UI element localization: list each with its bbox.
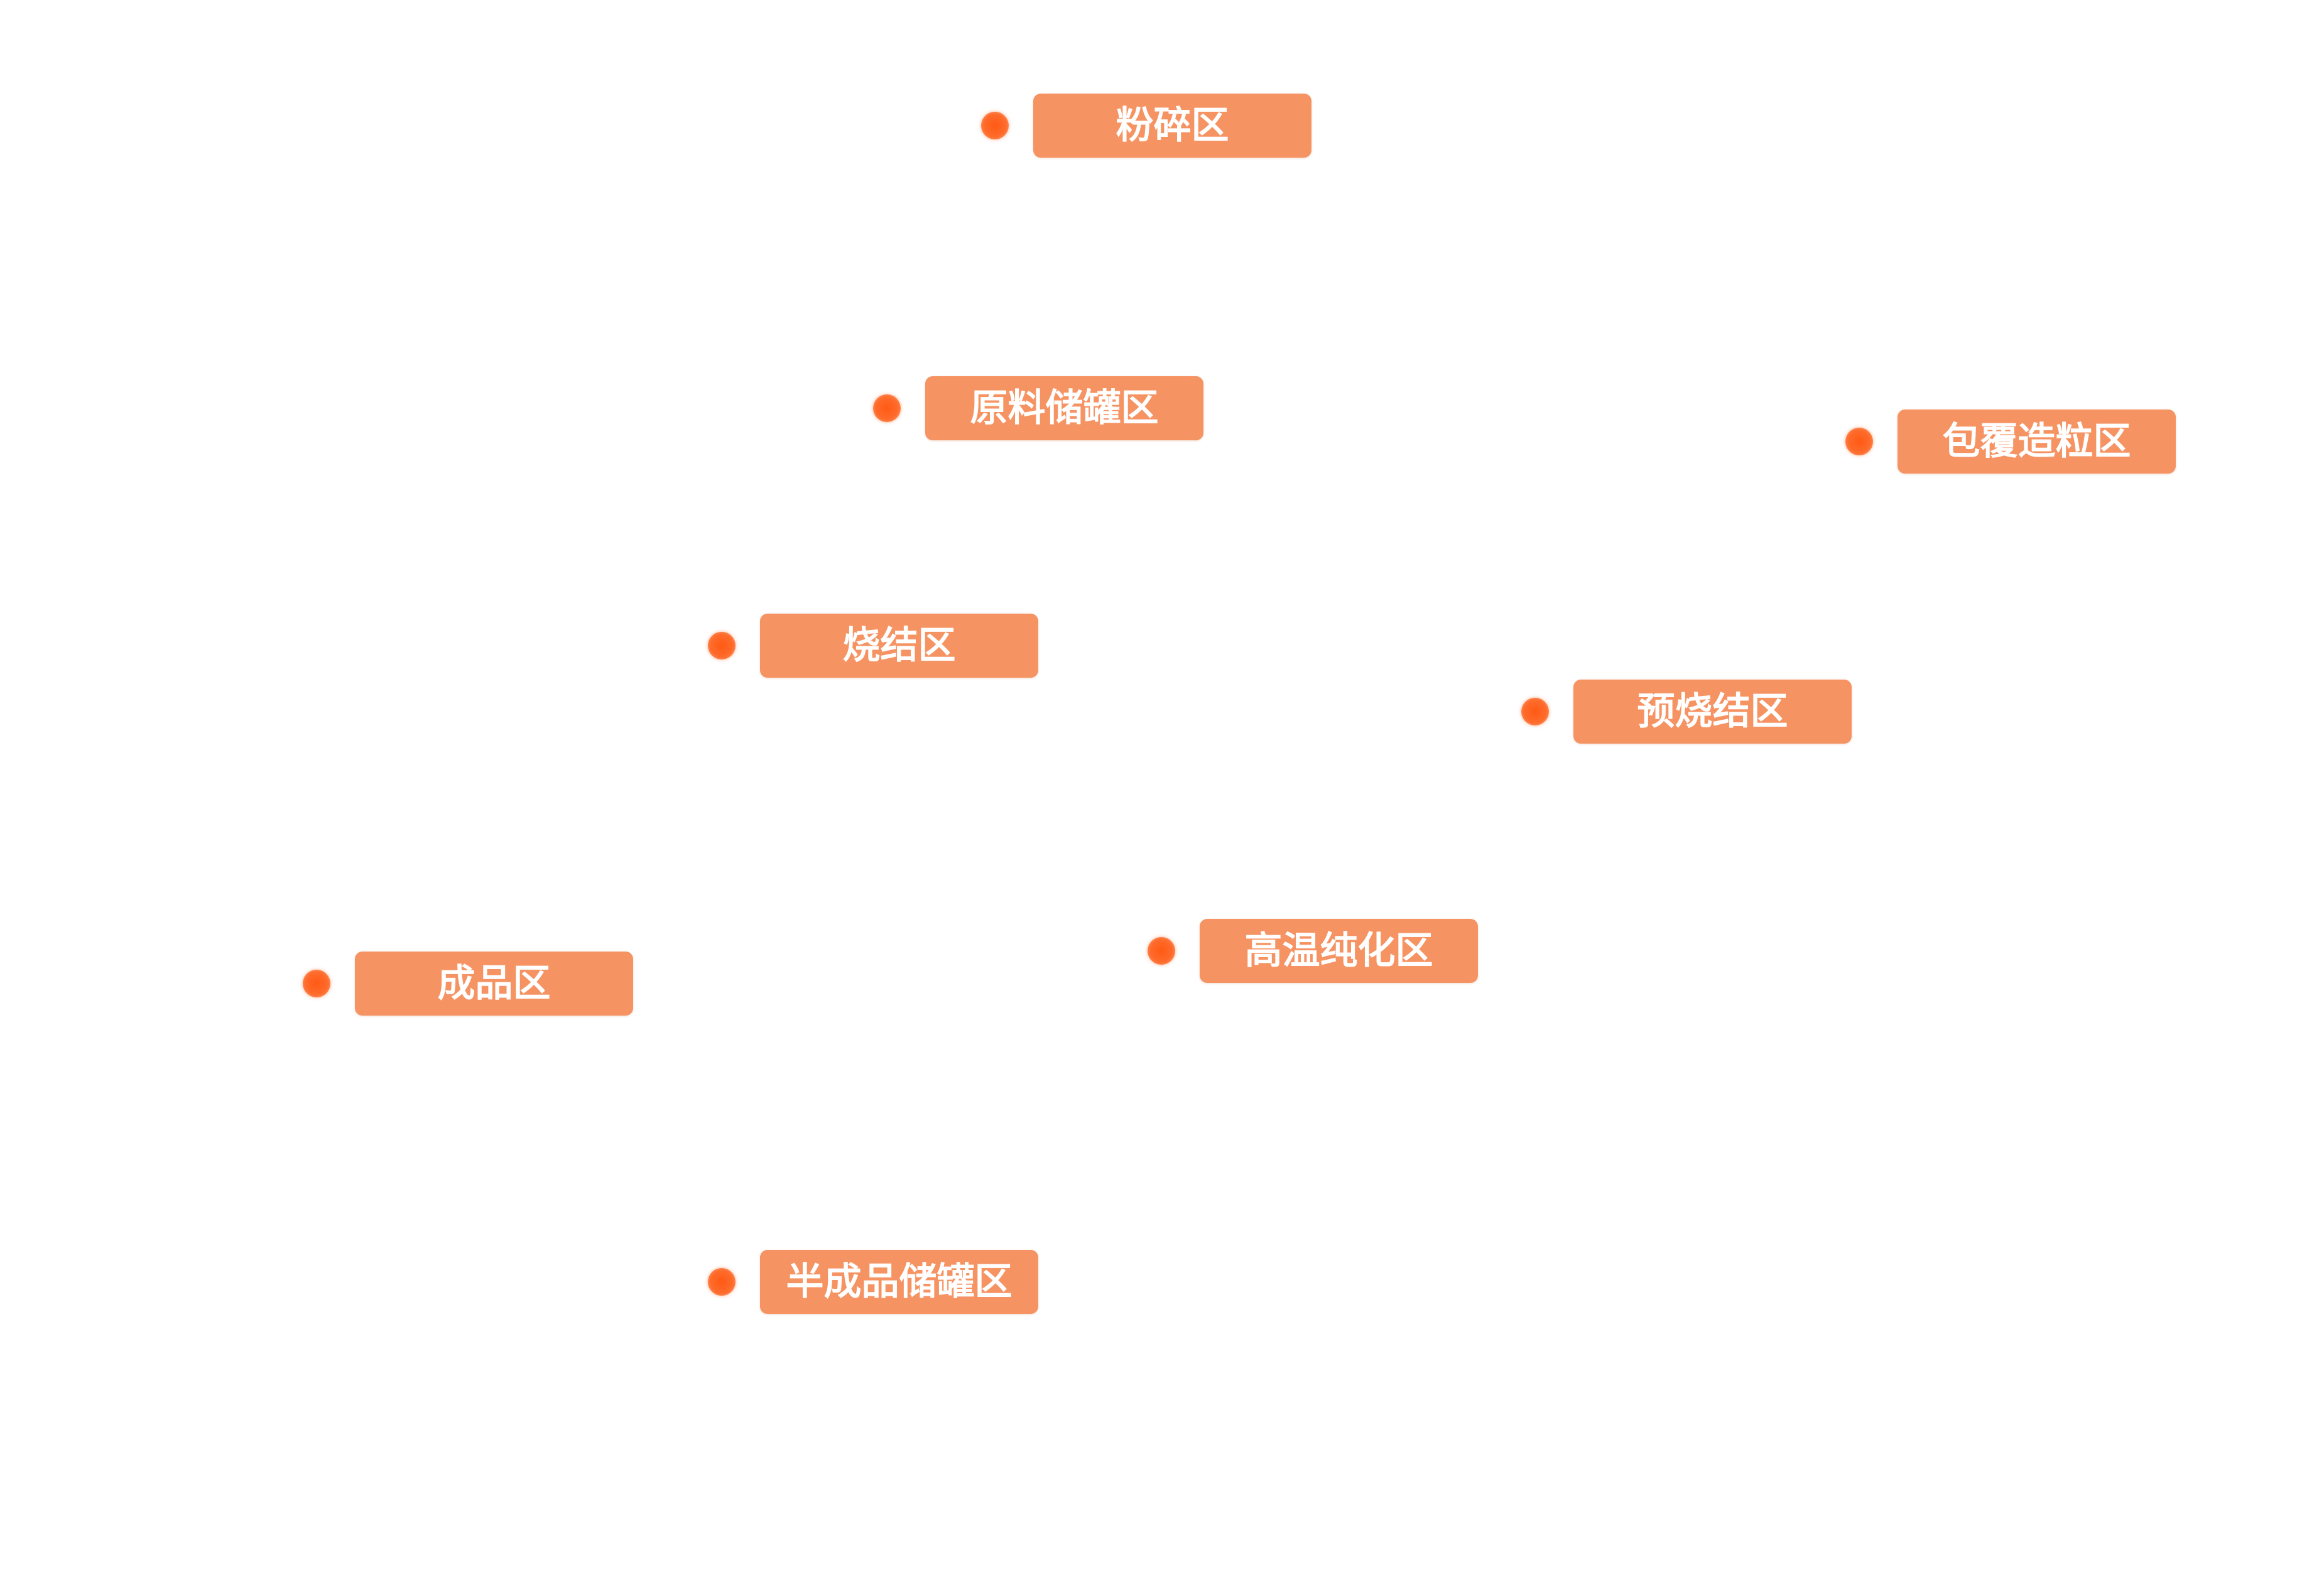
area-label-coating[interactable]: 包覆造粒区 (1898, 410, 2176, 474)
location-dot-icon[interactable] (873, 394, 901, 422)
area-label-crushing[interactable]: 粉碎区 (1033, 94, 1311, 158)
location-dot-icon[interactable] (1148, 937, 1175, 965)
area-label-pre-sintering[interactable]: 预烧结区 (1573, 680, 1852, 744)
location-dot-icon[interactable] (1521, 698, 1549, 725)
marker-sintering[interactable]: 烧结区 (708, 614, 1060, 678)
area-label-finished[interactable]: 成品区 (355, 952, 633, 1016)
marker-crushing[interactable]: 粉碎区 (981, 94, 1333, 158)
location-dot-icon[interactable] (708, 632, 736, 659)
area-label-sintering[interactable]: 烧结区 (760, 614, 1038, 678)
marker-purification[interactable]: 高温纯化区 (1148, 919, 1499, 983)
area-label-raw-tank[interactable]: 原料储罐区 (925, 376, 1203, 440)
marker-semi-tank[interactable]: 半成品储罐区 (708, 1250, 1060, 1314)
location-dot-icon[interactable] (1845, 428, 1873, 455)
marker-finished[interactable]: 成品区 (303, 952, 654, 1016)
area-label-purification[interactable]: 高温纯化区 (1200, 919, 1478, 983)
location-dot-icon[interactable] (303, 970, 330, 997)
marker-raw-tank[interactable]: 原料储罐区 (873, 376, 1225, 440)
location-dot-icon[interactable] (981, 112, 1009, 139)
marker-pre-sintering[interactable]: 预烧结区 (1521, 680, 1873, 744)
area-label-semi-tank[interactable]: 半成品储罐区 (760, 1250, 1038, 1314)
location-dot-icon[interactable] (708, 1268, 736, 1296)
marker-coating[interactable]: 包覆造粒区 (1845, 410, 2197, 474)
